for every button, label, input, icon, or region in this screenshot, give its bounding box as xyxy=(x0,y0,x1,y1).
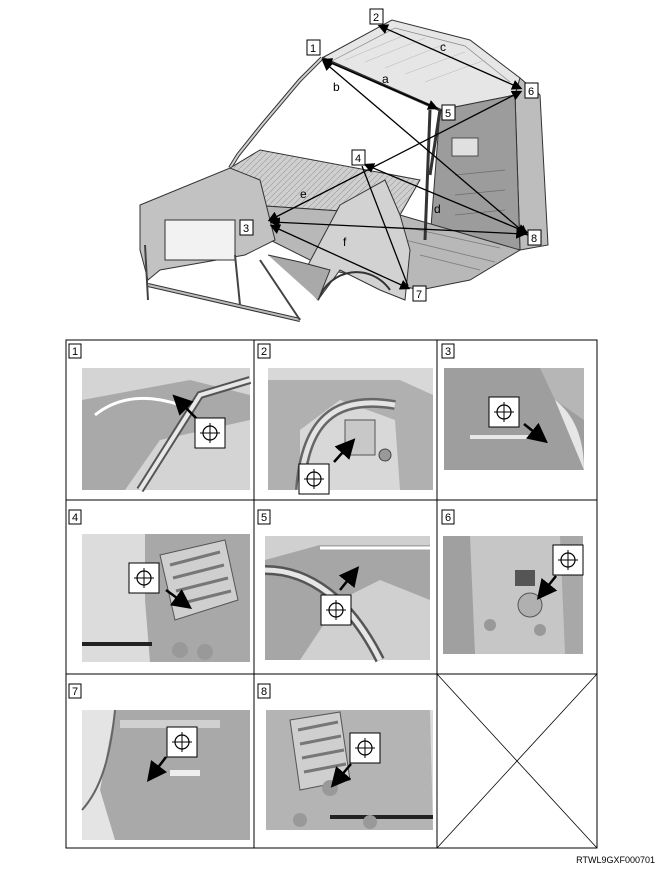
point-3-callout: 3 xyxy=(239,219,254,236)
panel-5-tag xyxy=(257,509,271,525)
line-label-a: a xyxy=(382,72,389,86)
document-code: RTWL9GXF000701 xyxy=(576,855,655,865)
point-7-callout: 7 xyxy=(412,285,427,302)
panel-3-tag xyxy=(441,343,455,359)
panel-4-label: 4 xyxy=(72,512,78,524)
line-label-d: d xyxy=(434,202,441,216)
panel-8-label: 8 xyxy=(261,686,267,698)
detail-panel-7 xyxy=(81,709,250,840)
detail-panel-3 xyxy=(444,368,584,470)
point-2-callout: 2 xyxy=(369,8,384,25)
detail-panel-2 xyxy=(268,368,433,495)
panel-5-label: 5 xyxy=(261,512,267,524)
cab-body-illustration xyxy=(139,19,549,322)
detail-panel-6 xyxy=(443,536,584,654)
panel-3-label: 3 xyxy=(445,346,451,358)
panel-1-tag xyxy=(68,343,82,359)
empty-cell-cross xyxy=(436,673,598,849)
detail-panel-5 xyxy=(264,536,430,663)
panel-6-label: 6 xyxy=(445,512,451,524)
svg-text:5: 5 xyxy=(445,108,451,120)
panel-8-tag xyxy=(257,683,271,699)
point-4-callout: 4 xyxy=(351,149,366,166)
point-1-callout: 1 xyxy=(306,39,321,56)
line-c xyxy=(377,24,523,90)
svg-text:1: 1 xyxy=(310,43,316,55)
detail-grid xyxy=(65,339,598,849)
svg-text:7: 7 xyxy=(416,289,422,301)
panel-2-label: 2 xyxy=(261,346,267,358)
panel-4-tag xyxy=(68,509,82,525)
line-3-8 xyxy=(269,217,527,239)
panel-1-label: 1 xyxy=(72,346,78,358)
svg-text:3: 3 xyxy=(243,223,249,235)
line-label-f: f xyxy=(343,235,347,249)
line-e xyxy=(267,90,523,222)
point-callouts: 1 2 3 4 5 6 7 8 xyxy=(239,8,542,302)
svg-text:4: 4 xyxy=(355,153,361,165)
panel-2-tag xyxy=(257,343,271,359)
line-letters: a b c d e f xyxy=(300,40,446,249)
detail-panel-8 xyxy=(266,710,433,830)
panel-7-tag xyxy=(68,683,82,699)
svg-text:6: 6 xyxy=(528,86,534,98)
panel-7-label: 7 xyxy=(72,686,78,698)
point-5-callout: 5 xyxy=(441,104,456,121)
svg-text:2: 2 xyxy=(373,12,379,24)
svg-text:8: 8 xyxy=(531,233,537,245)
panel-6-tag xyxy=(441,509,455,525)
line-label-c: c xyxy=(440,40,446,54)
point-8-callout: 8 xyxy=(527,229,542,246)
measurement-lines xyxy=(267,24,529,290)
point-6-callout: 6 xyxy=(524,82,539,99)
line-label-b: b xyxy=(333,80,340,94)
line-4-7 xyxy=(361,165,409,287)
detail-panel-1 xyxy=(82,368,252,493)
line-label-e: e xyxy=(300,187,307,201)
detail-panel-4 xyxy=(82,534,250,662)
